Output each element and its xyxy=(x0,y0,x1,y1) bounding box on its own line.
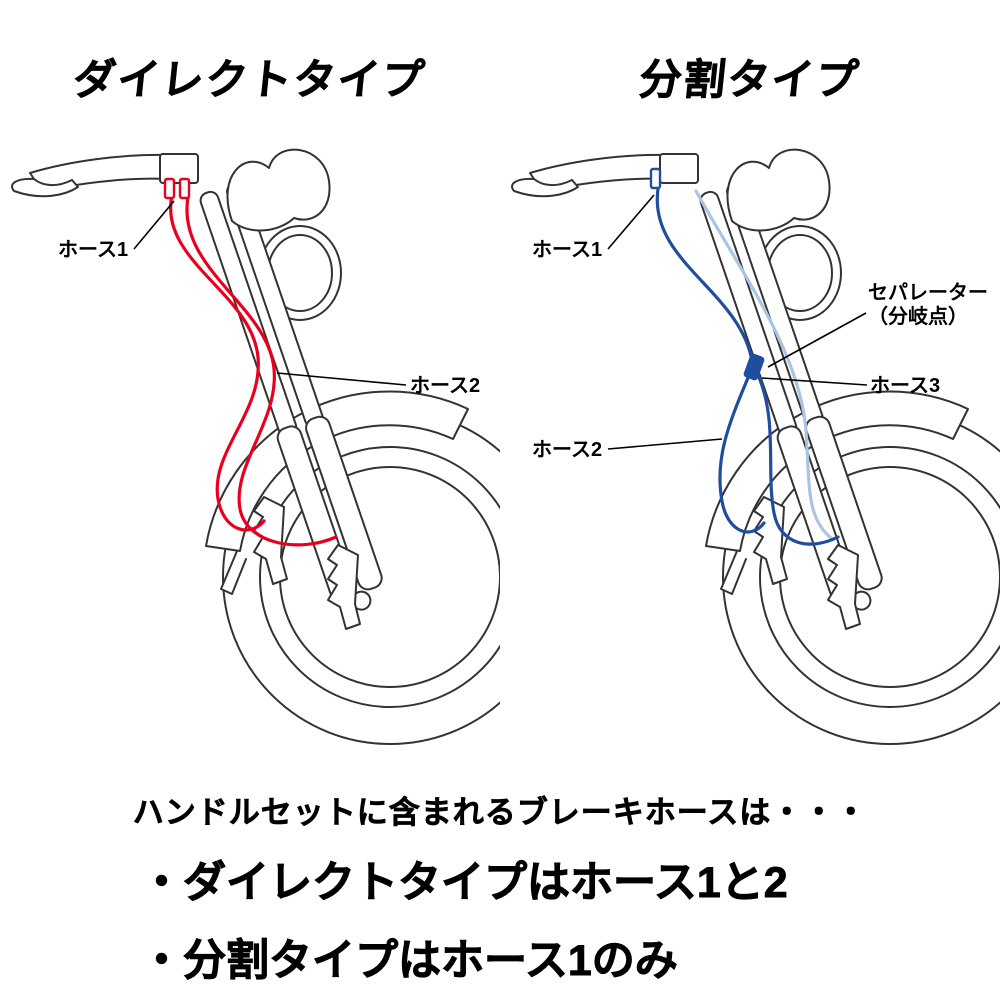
leader-line-separator xyxy=(767,312,867,368)
footer-bullet-direct: ・ダイレクトタイプはホース1と2 xyxy=(140,859,789,908)
split-hose-1 xyxy=(655,187,754,363)
direct-hoses xyxy=(163,177,338,547)
leader-line-hose2 xyxy=(607,438,723,450)
direct-type-title: ダイレクトタイプ xyxy=(71,56,429,104)
direct-hose-1 xyxy=(168,193,266,532)
titles-row: ダイレクトタイプ 分割タイプ xyxy=(0,0,1000,107)
hose-fitting xyxy=(178,177,191,200)
direct-type-diagram: ホース1 ホース2 xyxy=(11,148,500,745)
split-type-diagram: ホース1 セパレーター （分岐点） ホース3 ホース2 xyxy=(511,148,1000,745)
split-type-title: 分割タイプ xyxy=(637,56,863,104)
hose-fitting xyxy=(163,177,176,200)
direct-hose1-label: ホース1 xyxy=(58,239,128,261)
leader-line-hose2 xyxy=(276,372,407,386)
separator-block xyxy=(743,353,765,381)
footer-intro-text: ハンドルセットに含まれるブレーキホースは・・・ xyxy=(132,795,868,831)
hose-fitting xyxy=(649,167,662,190)
footer-bullet-split: ・分割タイプはホース1のみ xyxy=(140,937,679,986)
separator-label-line1: セパレーター xyxy=(868,281,988,304)
direct-hose2-label: ホース2 xyxy=(410,375,480,397)
split-hose-3 xyxy=(756,373,840,546)
split-hose3-label: ホース3 xyxy=(870,375,940,397)
leader-line-hose1 xyxy=(607,194,655,250)
split-hose1-label: ホース1 xyxy=(532,239,602,261)
footer: ハンドルセットに含まれるブレーキホースは・・・ ・ダイレクトタイプはホース1と2… xyxy=(0,787,1000,988)
split-hose-ghost xyxy=(694,189,834,541)
separator-label-line2: （分岐点） xyxy=(868,304,968,328)
split-labels: ホース1 セパレーター （分岐点） ホース3 ホース2 xyxy=(532,194,988,461)
leader-line-hose1 xyxy=(133,200,175,250)
diagrams-row: ホース1 ホース2 ホース1 xyxy=(0,121,1000,761)
direct-hose-2 xyxy=(185,195,338,547)
split-hose2-label: ホース2 xyxy=(532,439,602,461)
split-hose-2 xyxy=(718,371,766,534)
direct-labels: ホース1 ホース2 xyxy=(58,200,480,397)
leader-line-hose3 xyxy=(761,377,868,386)
split-hoses xyxy=(649,167,840,546)
